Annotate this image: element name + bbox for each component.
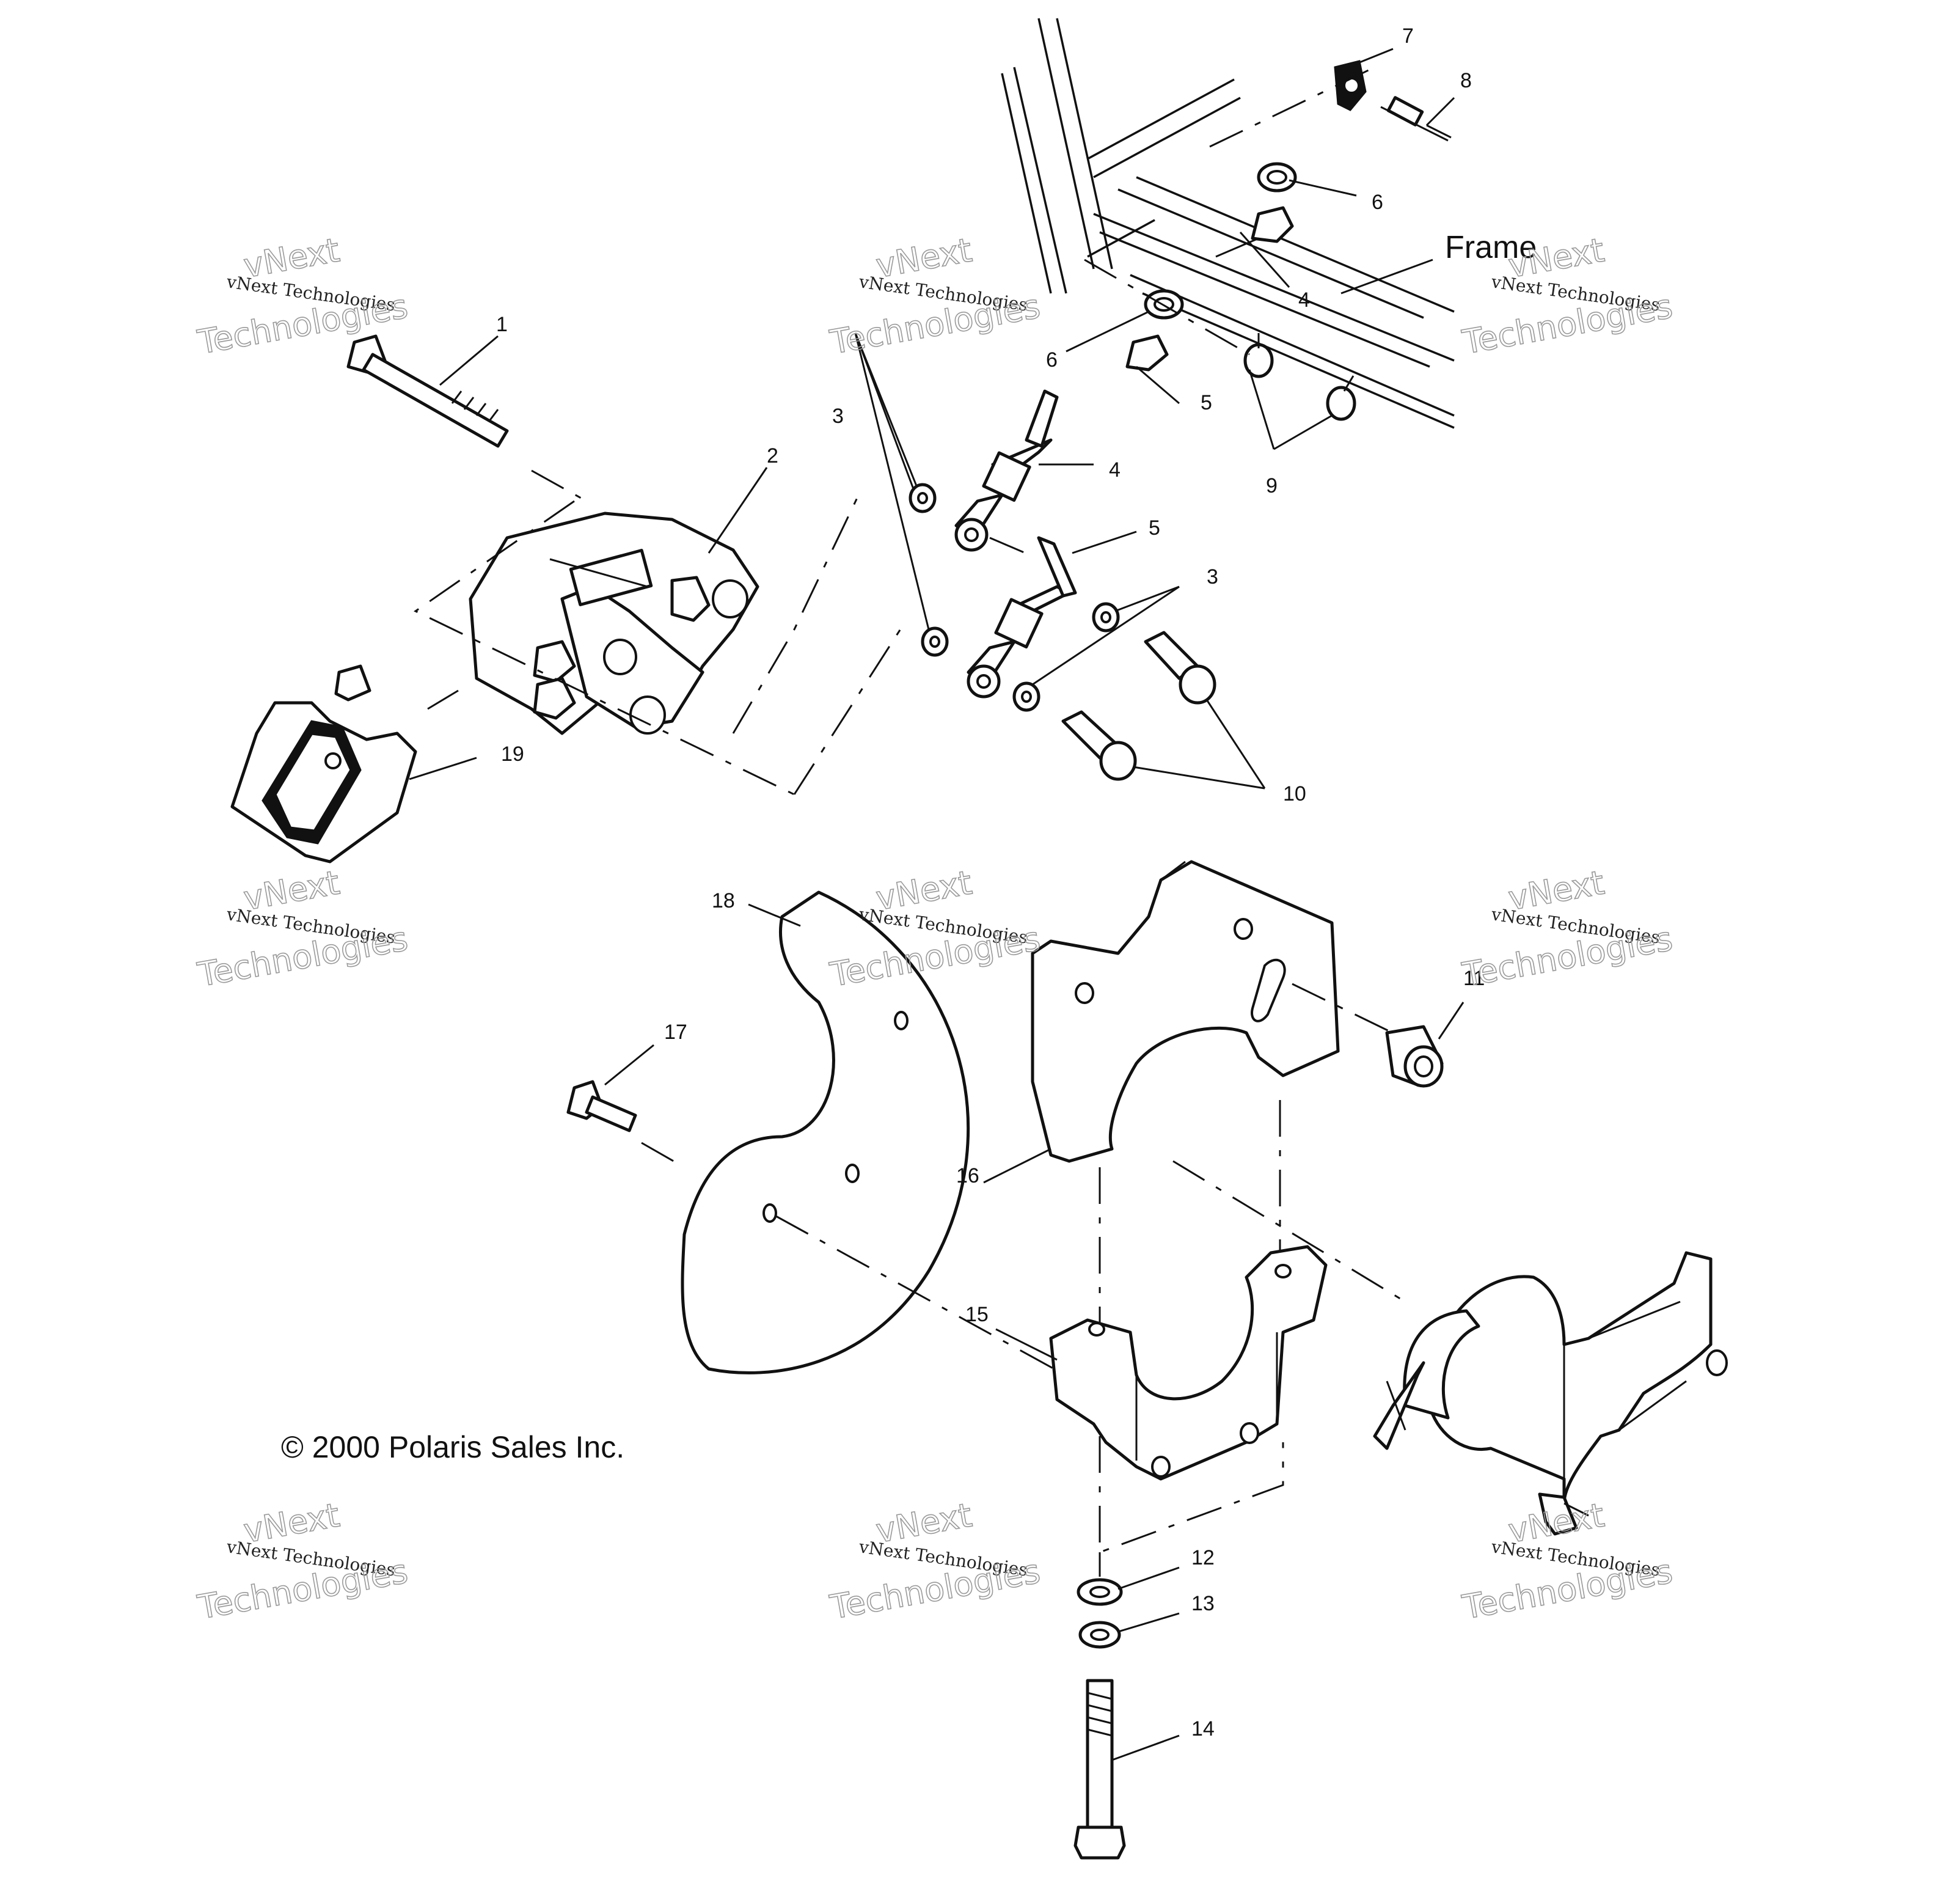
callout-4-lower: 4 [1109, 458, 1121, 482]
bolt-part-1 [346, 334, 509, 448]
callout-17: 17 [664, 1021, 687, 1044]
callout-12: 12 [1191, 1546, 1215, 1569]
fitting-nut-5-upper [1125, 334, 1169, 372]
brake-disc-part-18 [681, 890, 970, 1374]
frame-leader [1340, 259, 1433, 295]
watermark-7: vNext vNext Technologies Technologies [194, 1495, 411, 1627]
callout-5-lower: 5 [1149, 516, 1160, 540]
clip-part-7 [1334, 60, 1367, 111]
bolt-part-17 [566, 1080, 637, 1132]
callout-6-lower: 6 [1046, 348, 1058, 372]
callout-2: 2 [767, 444, 778, 468]
banjo-washer-6-upper [1257, 162, 1297, 193]
watermark-4: vNext vNext Technologies Technologies [194, 863, 411, 995]
callout-15: 15 [965, 1303, 989, 1326]
leader-8 [1425, 97, 1455, 127]
brake-hose-5 [967, 536, 1077, 699]
callout-10: 10 [1283, 782, 1306, 805]
callout-11: 11 [1463, 967, 1485, 990]
bolt-part-14 [1073, 1679, 1126, 1860]
frame-label: Frame [1445, 230, 1537, 265]
washer-part-12 [1077, 1578, 1123, 1606]
caliper-bracket-part-16 [1031, 860, 1340, 1163]
caliper-part-2 [469, 512, 759, 735]
lock-washer-part-13 [1078, 1621, 1121, 1649]
callout-6-upper: 6 [1372, 191, 1383, 214]
watermark-6: vNext vNext Technologies Technologies [1459, 863, 1676, 995]
brake-pad-part-19 [230, 664, 417, 864]
leader-7 [1355, 48, 1394, 65]
callout-18: 18 [712, 889, 735, 912]
callout-9: 9 [1266, 474, 1278, 497]
callout-5-upper: 5 [1201, 391, 1212, 414]
banjo-bolts-10 [1061, 631, 1216, 781]
fitting-nut-4-upper [1215, 206, 1294, 258]
watermark-9: vNext vNext Technologies Technologies [1459, 1495, 1676, 1627]
axle-housing [1373, 1251, 1728, 1536]
callout-3-right: 3 [1207, 565, 1218, 589]
callout-3-left: 3 [832, 405, 844, 428]
callout-14: 14 [1191, 1717, 1215, 1740]
lower-bracket-part-15 [1049, 1245, 1328, 1481]
brake-hose-4 [954, 389, 1059, 552]
callout-19: 19 [501, 743, 524, 766]
dash-brake-line-mid [1084, 259, 1250, 356]
callout-8: 8 [1460, 69, 1472, 92]
sleeve-part-11 [1385, 1025, 1444, 1088]
dash-brake-line-top [1209, 66, 1375, 148]
callout-13: 13 [1191, 1592, 1215, 1615]
watermark-2: vNext vNext Technologies Technologies [827, 230, 1044, 362]
washers-3 [909, 483, 1120, 712]
frame-tubes [1001, 18, 1455, 429]
callout-16: 16 [956, 1164, 979, 1187]
clip-9 [1243, 333, 1356, 421]
watermark-8: vNext vNext Technologies Technologies [827, 1495, 1044, 1627]
callout-4-upper: 4 [1298, 288, 1310, 312]
callout-7: 7 [1402, 24, 1414, 48]
callout-1: 1 [496, 313, 508, 336]
pin-part-8 [1380, 96, 1452, 142]
copyright-notice: © 2000 Polaris Sales Inc. [281, 1430, 624, 1464]
